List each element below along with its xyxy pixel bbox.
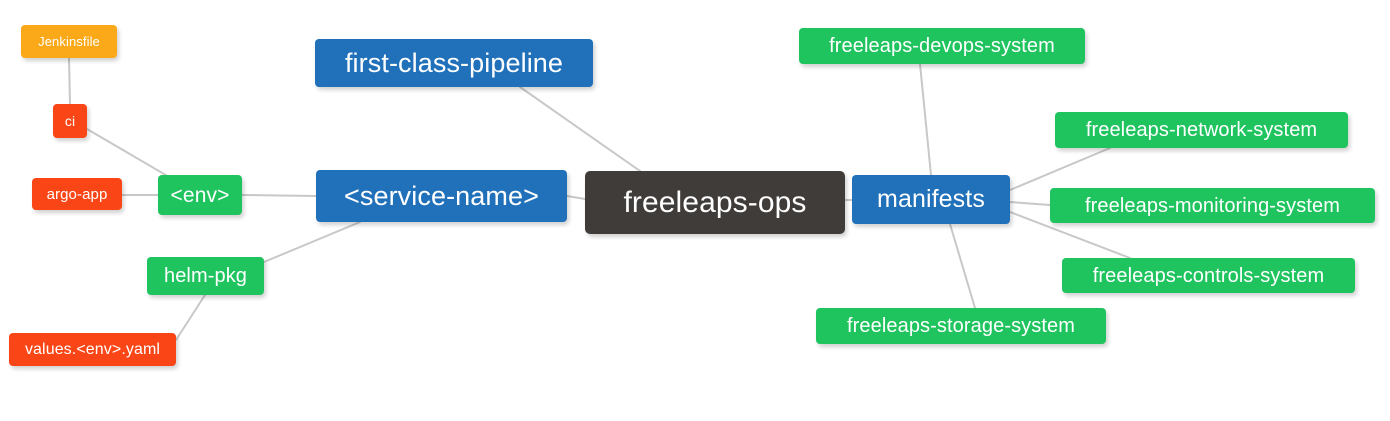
node-argo-app[interactable]: argo-app	[32, 178, 122, 210]
node-freeleaps-ops[interactable]: freeleaps-ops	[585, 171, 845, 234]
edge-manifests-to-freeleaps-monitoring-system	[1009, 201, 1051, 206]
node-values-yaml[interactable]: values.<env>.yaml	[9, 333, 176, 366]
edge-values-yaml-to-helm-pkg	[175, 294, 206, 341]
edge-env-to-service-name	[241, 194, 317, 197]
edge-jenkinsfile-to-ci	[68, 57, 71, 105]
edge-first-class-pipeline-to-freeleaps-ops	[519, 86, 641, 172]
node-freeleaps-network-system[interactable]: freeleaps-network-system	[1055, 112, 1348, 148]
node-manifests[interactable]: manifests	[852, 175, 1010, 224]
node-freeleaps-devops-system[interactable]: freeleaps-devops-system	[799, 28, 1085, 64]
node-jenkinsfile[interactable]: Jenkinsfile	[21, 25, 117, 58]
edge-helm-pkg-to-service-name	[263, 221, 361, 263]
edge-manifests-to-freeleaps-controls-system	[1009, 211, 1131, 259]
edge-manifests-to-freeleaps-storage-system	[949, 223, 976, 309]
node-first-class-pipeline[interactable]: first-class-pipeline	[315, 39, 593, 87]
node-freeleaps-monitoring-system[interactable]: freeleaps-monitoring-system	[1050, 188, 1375, 223]
node-freeleaps-controls-system[interactable]: freeleaps-controls-system	[1062, 258, 1355, 293]
edge-manifests-to-freeleaps-network-system	[1009, 147, 1111, 191]
edge-service-name-to-freeleaps-ops	[566, 195, 586, 200]
node-freeleaps-storage-system[interactable]: freeleaps-storage-system	[816, 308, 1106, 344]
node-helm-pkg[interactable]: helm-pkg	[147, 257, 264, 295]
node-env[interactable]: <env>	[158, 175, 242, 215]
edge-manifests-to-freeleaps-devops-system	[919, 63, 932, 176]
node-ci[interactable]: ci	[53, 104, 87, 138]
node-service-name[interactable]: <service-name>	[316, 170, 567, 222]
